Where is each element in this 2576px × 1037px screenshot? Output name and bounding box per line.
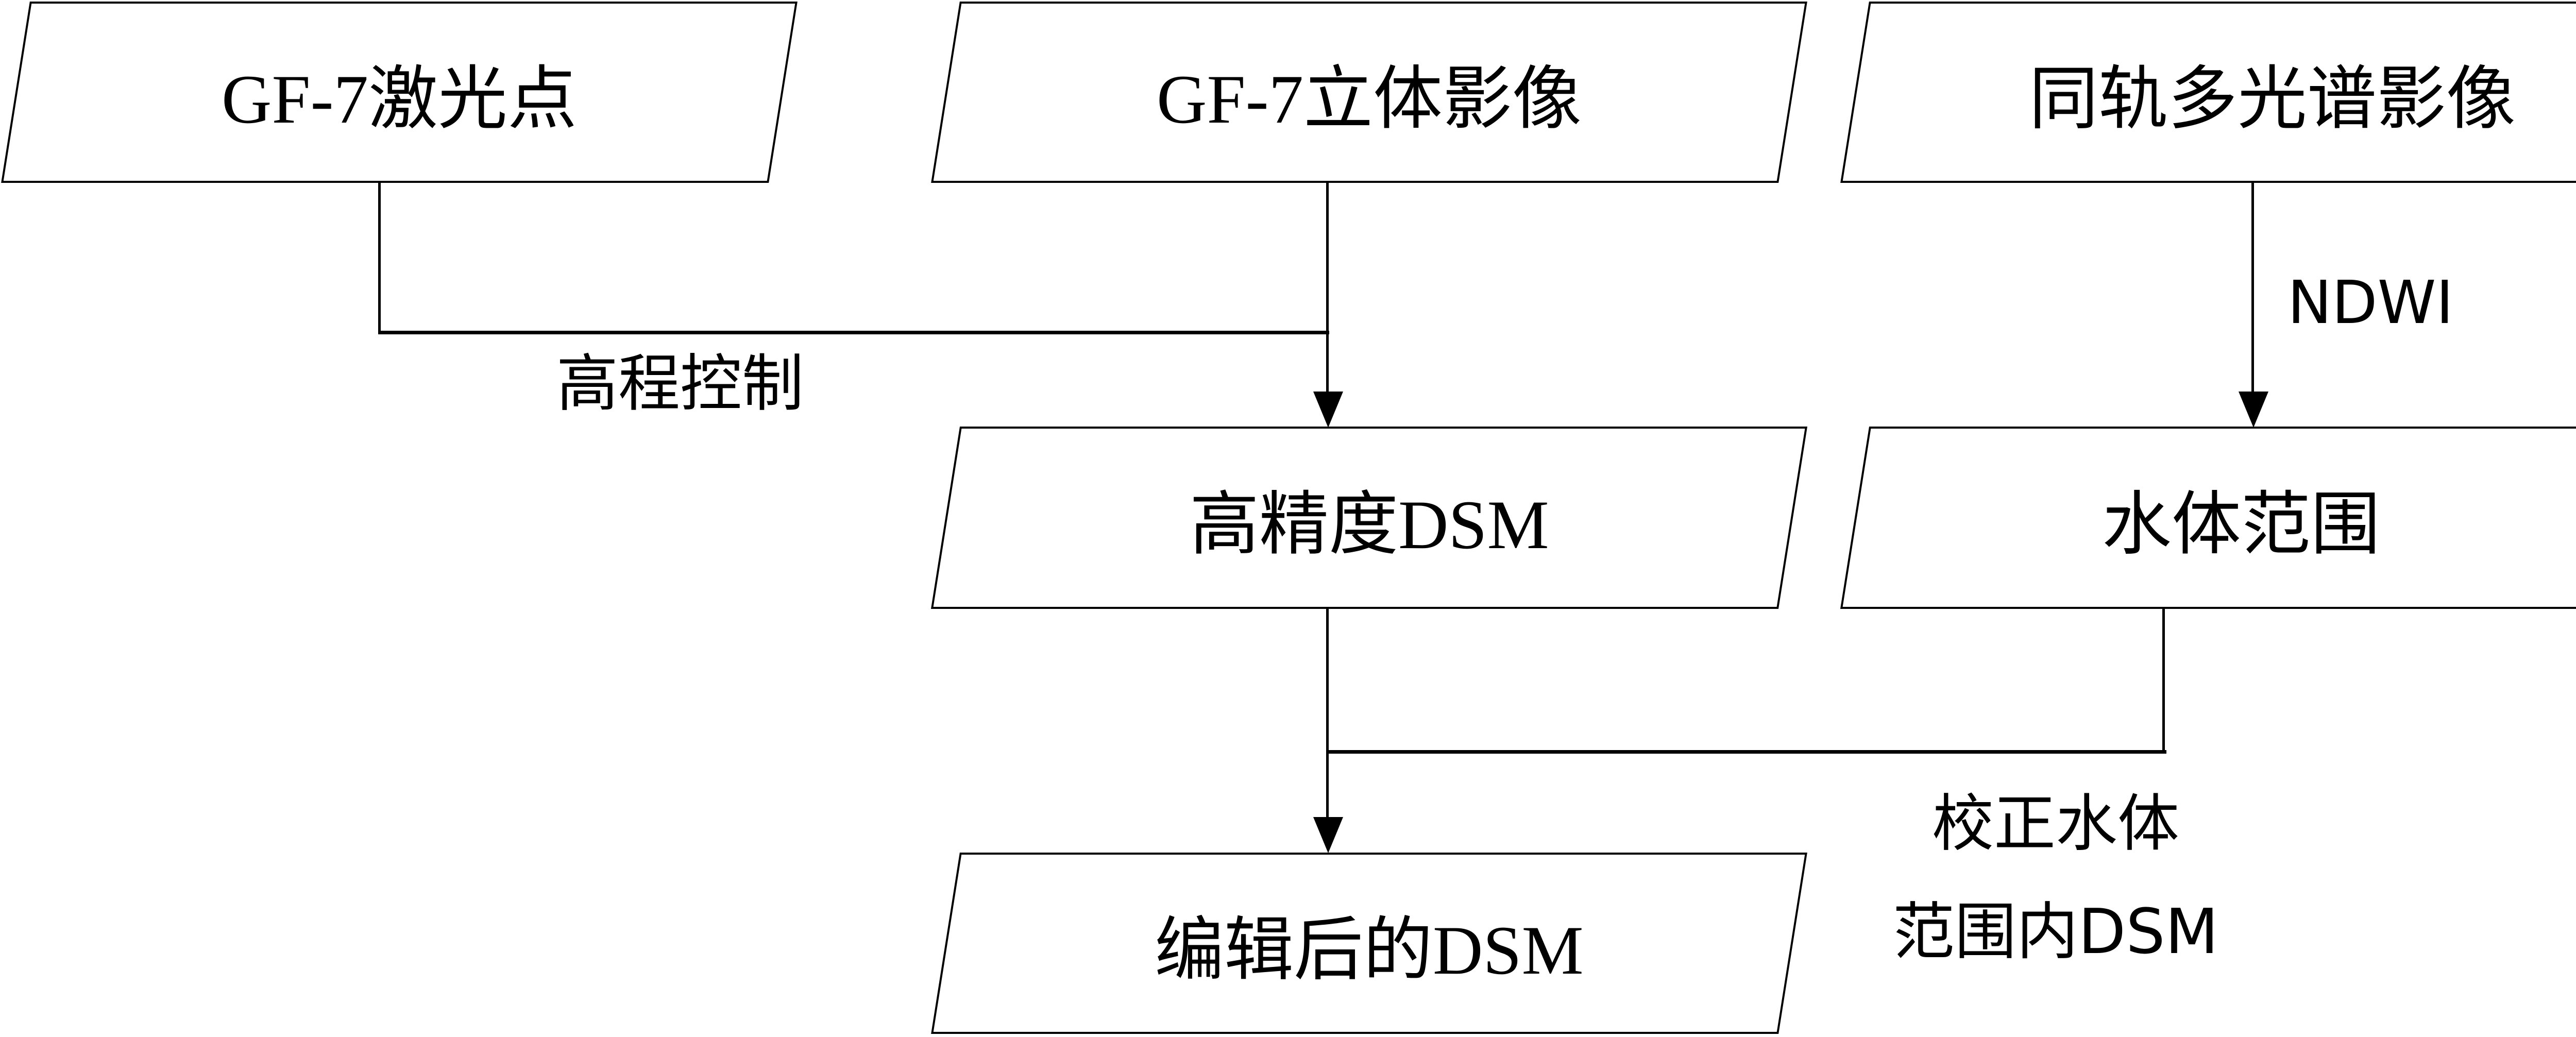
edge-label-correct-water-dsm-line1: 校正水体	[1932, 788, 2179, 860]
arrowhead-into-dsm-icon	[1313, 392, 1343, 428]
edge-label-elevation-control: 高程控制	[556, 348, 804, 420]
node-label-water-body-extent: 水体范围	[2102, 487, 2380, 564]
node-gf7-stereo-imagery: GF-7立体影像	[931, 2, 1807, 183]
connector-ndwi	[2251, 182, 2254, 394]
node-gf7-laser-points: GF-7激光点	[1, 2, 798, 183]
connector-laser-down	[378, 182, 381, 333]
node-high-precision-dsm: 高精度DSM	[930, 427, 1808, 609]
connector-elevation-control	[378, 331, 1329, 334]
node-coorbital-multispectral-imagery: 同轨多光谱影像	[1840, 2, 2576, 183]
node-water-body-extent: 水体范围	[1840, 427, 2576, 609]
node-label-gf7-laser-points: GF-7激光点	[221, 61, 578, 138]
arrowhead-into-edited-dsm-icon	[1313, 817, 1343, 853]
edge-label-correct-water-dsm-line2: 范围内DSM	[1892, 896, 2219, 968]
arrowhead-into-water-extent-icon	[2239, 392, 2268, 428]
edge-label-ndwi: NDWI	[2287, 268, 2454, 337]
node-label-gf7-stereo-imagery: GF-7立体影像	[1156, 61, 1582, 138]
connector-water-extent-down	[2162, 607, 2165, 754]
node-label-edited-dsm: 编辑后的DSM	[1155, 912, 1584, 989]
connector-into-edited-dsm	[1326, 752, 1329, 820]
node-edited-dsm: 编辑后的DSM	[931, 853, 1807, 1034]
connector-stereo-to-dsm	[1326, 182, 1329, 394]
edge-label-correct-water-dsm: 校正水体 范围内DSM	[1834, 770, 2277, 987]
connector-dsm-down	[1326, 607, 1329, 755]
connector-merge-horizontal	[1326, 750, 2166, 754]
node-label-high-precision-dsm: 高精度DSM	[1189, 487, 1549, 564]
node-label-coorbital-multispectral-imagery: 同轨多光谱影像	[2028, 61, 2516, 138]
